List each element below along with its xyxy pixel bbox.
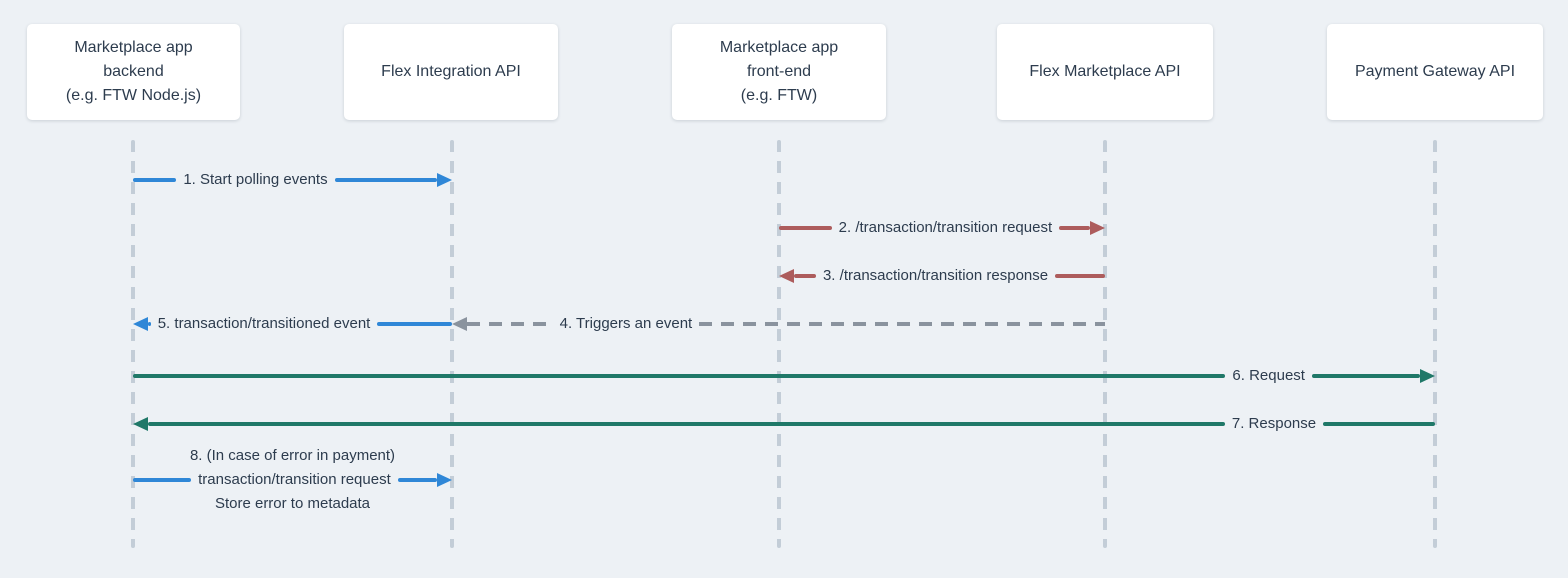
message-line — [133, 478, 192, 482]
arrowhead-left-icon — [779, 269, 794, 283]
message-line — [1311, 374, 1420, 378]
message-line — [148, 422, 1225, 426]
actor-label: Flex Integration API — [381, 60, 521, 84]
actor-label: Flex Marketplace API — [1029, 60, 1180, 84]
message-line — [1323, 422, 1435, 426]
message-label: 7. Response — [1231, 415, 1317, 432]
message-line — [397, 478, 437, 482]
lifeline-marketplace-app-backend — [131, 140, 135, 548]
message-2: 2. /transaction/transition request — [779, 216, 1105, 240]
lifeline-flex-integration-api — [450, 140, 454, 548]
message-line — [377, 322, 452, 326]
actor-marketplace-app-frontend: Marketplace app front-end (e.g. FTW) — [672, 24, 886, 120]
actor-payment-gateway-api: Payment Gateway API — [1327, 24, 1543, 120]
actor-flex-integration-api: Flex Integration API — [344, 24, 558, 120]
message-arrow-row: 7. Response — [133, 412, 1435, 436]
actor-label-line: Flex Integration API — [381, 63, 521, 80]
message-3: 3. /transaction/transition response — [779, 264, 1105, 288]
message-line — [148, 322, 151, 326]
actor-label-line: backend — [103, 63, 164, 80]
message-arrow-row: 2. /transaction/transition request — [779, 216, 1105, 240]
actor-label-line: front-end — [746, 63, 812, 80]
message-6: 6. Request — [133, 364, 1435, 388]
actor-label: Marketplace app front-end (e.g. FTW) — [720, 36, 838, 108]
message-line-dashed — [699, 322, 1105, 326]
message-label: 2. /transaction/transition request — [838, 219, 1053, 236]
arrowhead-right-icon — [437, 173, 452, 187]
message-line — [133, 374, 1226, 378]
arrowhead-left-icon — [133, 417, 148, 431]
arrowhead-left-icon — [133, 317, 148, 331]
message-line — [1059, 226, 1090, 230]
message-arrow-row: 5. transaction/transitioned event — [133, 312, 452, 336]
message-label: 4. Triggers an event — [559, 315, 693, 332]
message-label: 1. Start polling events — [183, 171, 328, 188]
message-label: 3. /transaction/transition response — [822, 267, 1049, 284]
actor-label-line: Payment Gateway API — [1354, 63, 1516, 80]
message-1: 1. Start polling events — [133, 168, 452, 192]
message-note-above: 8. (In case of error in payment) — [189, 447, 396, 464]
actor-label: Marketplace app backend (e.g. FTW Node.j… — [66, 36, 201, 108]
message-label: 6. Request — [1232, 367, 1305, 384]
message-line — [1055, 274, 1105, 278]
message-label: 5. transaction/transitioned event — [157, 315, 371, 332]
arrowhead-right-icon — [1420, 369, 1435, 383]
message-line — [133, 178, 177, 182]
arrowhead-right-icon — [1090, 221, 1105, 235]
actor-marketplace-app-backend: Marketplace app backend (e.g. FTW Node.j… — [27, 24, 240, 120]
message-label: transaction/transition request — [198, 471, 391, 488]
message-line — [779, 226, 832, 230]
message-arrow-row: 4. Triggers an event — [452, 312, 1105, 336]
message-line — [794, 274, 816, 278]
actor-label-line: Flex Marketplace API — [1029, 63, 1181, 80]
actor-label-line: (e.g. FTW Node.js) — [65, 87, 202, 104]
lifeline-payment-gateway-api — [1433, 140, 1437, 548]
actor-flex-marketplace-api: Flex Marketplace API — [997, 24, 1213, 120]
message-arrow-row: transaction/transition request — [133, 468, 452, 492]
actor-label-line: Marketplace app — [74, 39, 193, 56]
message-8: 8. (In case of error in payment) transac… — [133, 444, 452, 516]
actor-label: Payment Gateway API — [1355, 60, 1515, 84]
lifeline-flex-marketplace-api — [1103, 140, 1107, 548]
arrowhead-left-icon — [452, 317, 467, 331]
message-arrow-row: 3. /transaction/transition response — [779, 264, 1105, 288]
actor-label-line: Marketplace app — [719, 39, 839, 56]
arrowhead-right-icon — [437, 473, 452, 487]
message-4: 4. Triggers an event — [452, 312, 1105, 336]
message-arrow-row: 6. Request — [133, 364, 1435, 388]
actor-label-line: (e.g. FTW) — [740, 87, 818, 104]
lifeline-marketplace-app-frontend — [777, 140, 781, 548]
message-line-dashed — [467, 322, 553, 326]
message-5: 5. transaction/transitioned event — [133, 312, 452, 336]
message-7: 7. Response — [133, 412, 1435, 436]
message-note-below: Store error to metadata — [214, 495, 371, 512]
message-arrow-row: 1. Start polling events — [133, 168, 452, 192]
message-line — [334, 178, 437, 182]
